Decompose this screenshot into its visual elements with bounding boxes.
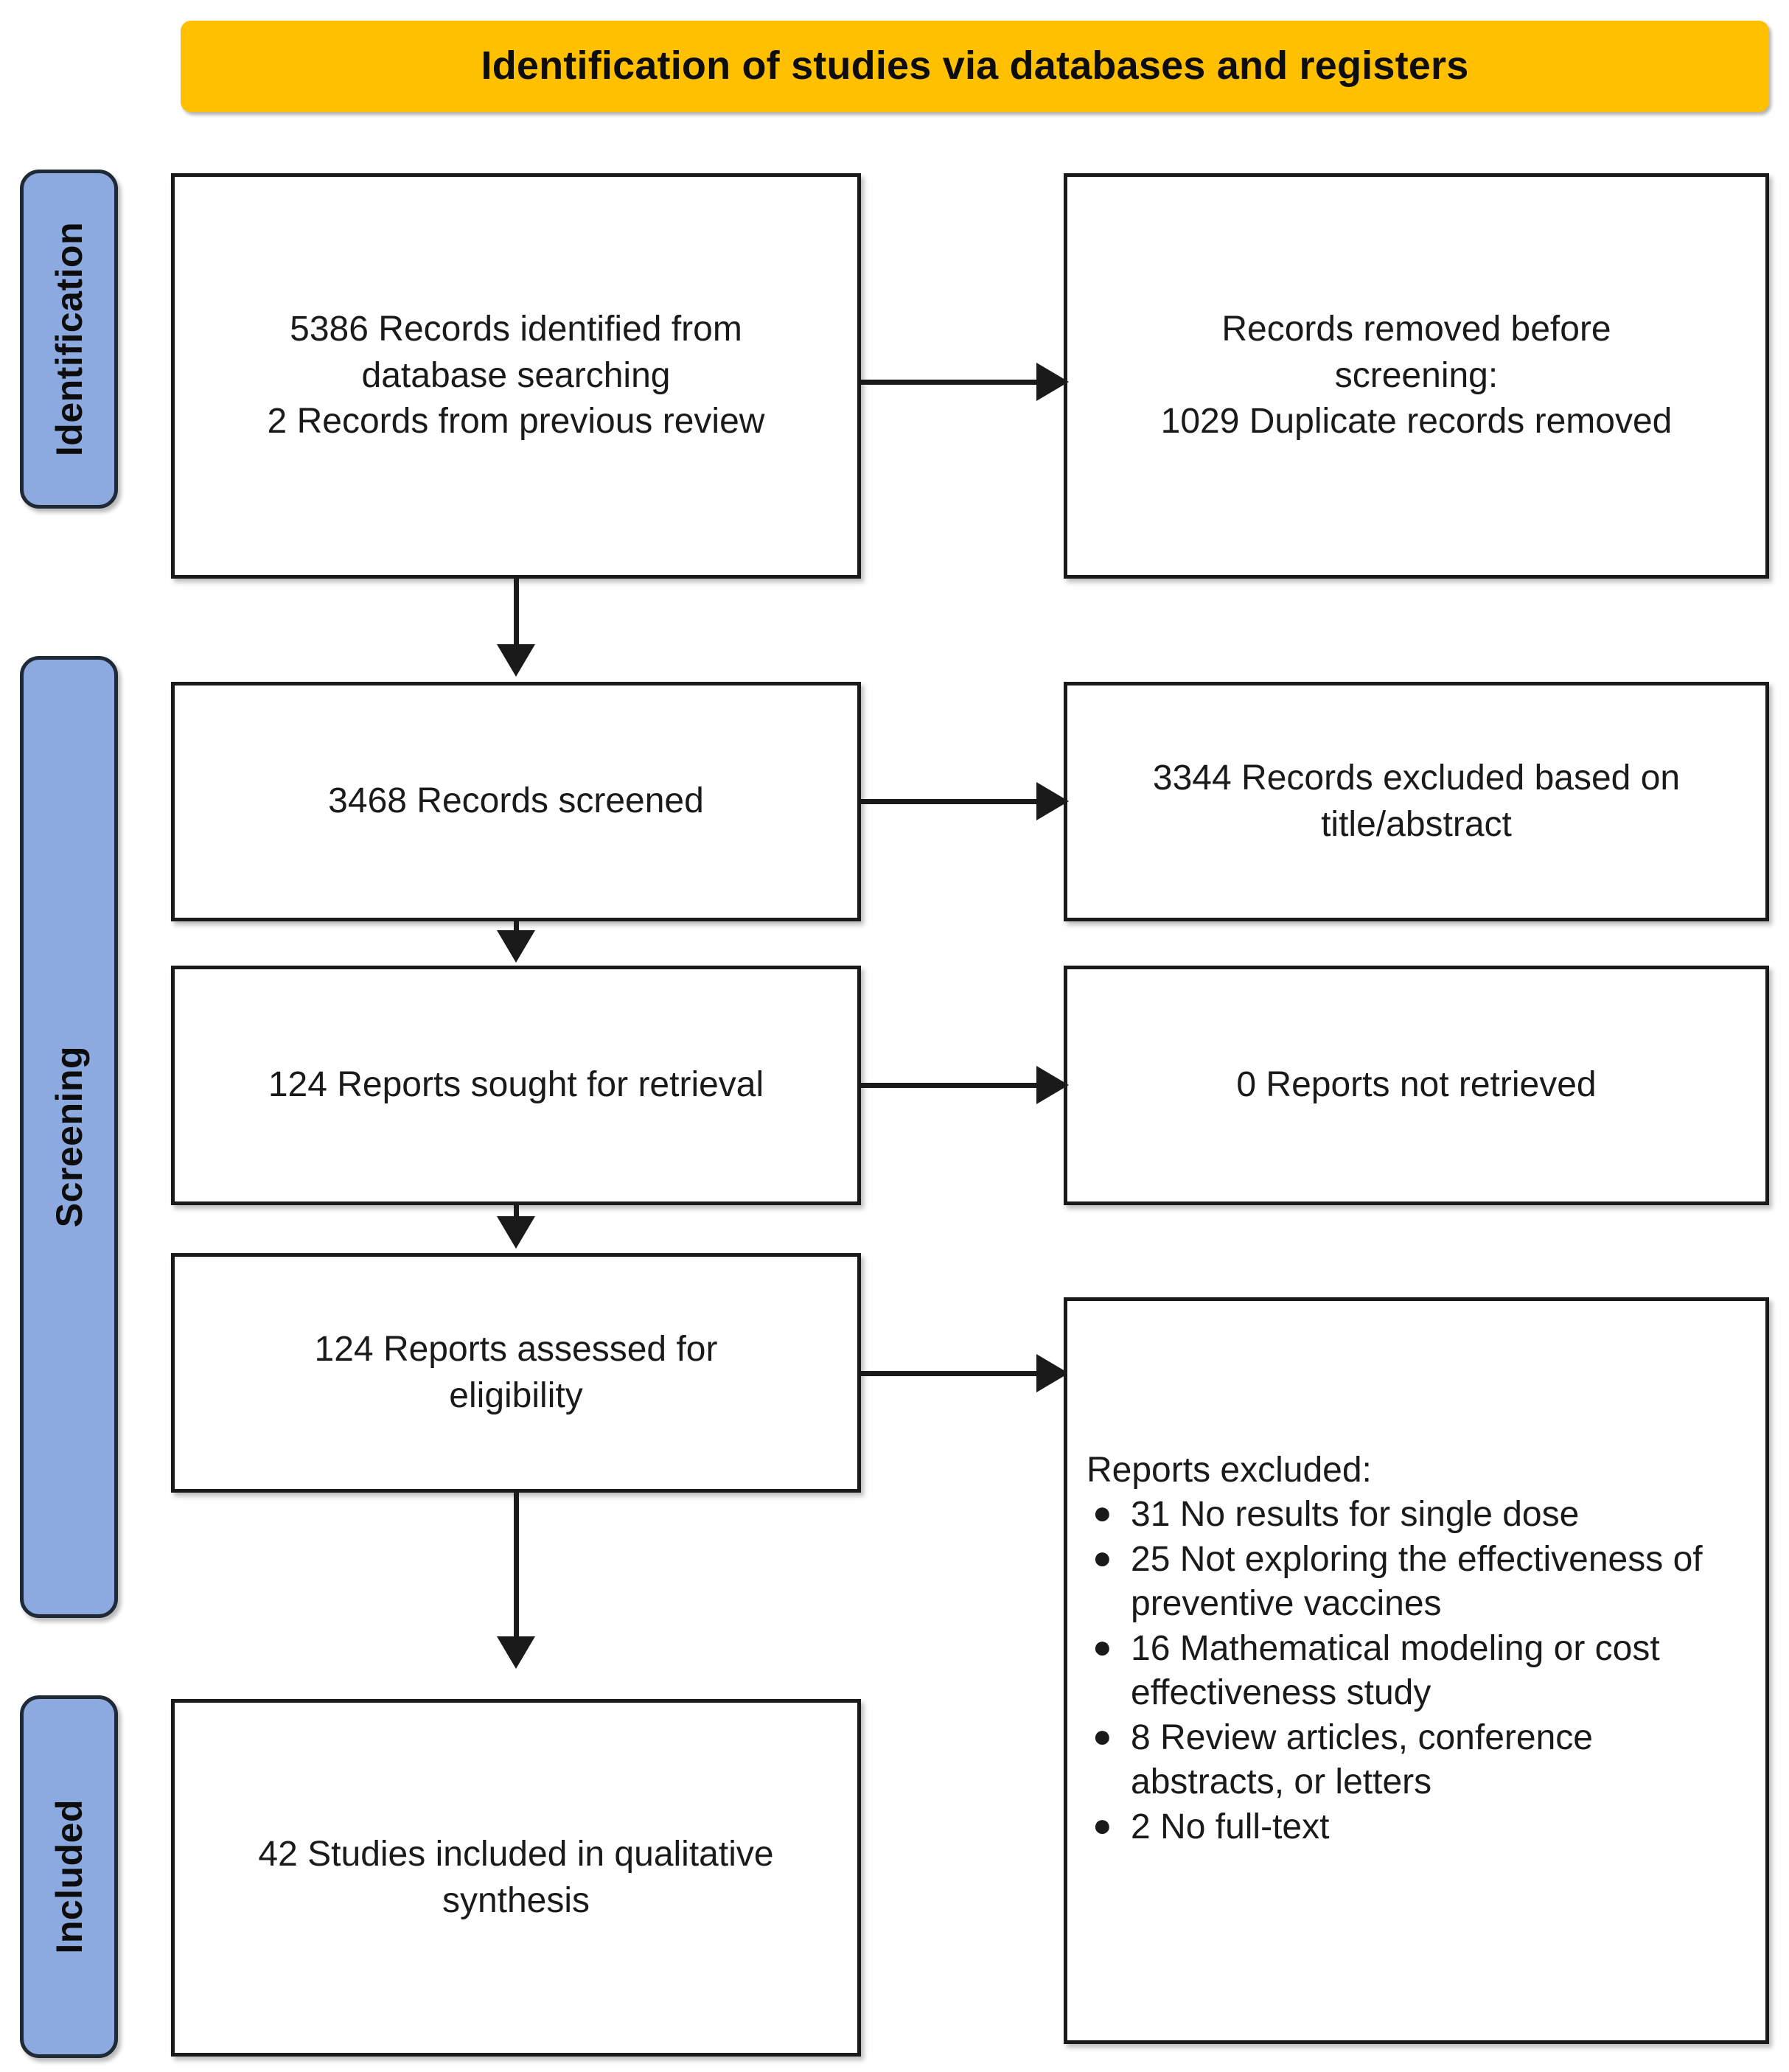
- box-reports-sought: 124 Reports sought for retrieval: [171, 966, 861, 1205]
- list-item: ● 2 No full-text: [1087, 1805, 1751, 1849]
- box-reports-not-retrieved: 0 Reports not retrieved: [1064, 966, 1769, 1205]
- box-reports-assessed-text: 124 Reports assessed for eligibility: [314, 1330, 718, 1415]
- list-item: ● 25 Not exploring the effectiveness of …: [1087, 1538, 1751, 1627]
- arrow-down-icon: [497, 1216, 535, 1249]
- box-records-excluded-title-abstract-text: 3344 Records excluded based on title/abs…: [1152, 758, 1681, 844]
- diagram-header-banner: Identification of studies via databases …: [181, 21, 1769, 112]
- stage-label-identification: Identification: [20, 170, 118, 509]
- stage-label-screening: Screening: [20, 656, 118, 1618]
- connector-identified-to-removed: [861, 380, 1045, 385]
- stage-label-identification-text: Identification: [48, 221, 90, 457]
- box-studies-included-text: 42 Studies included in qualitative synth…: [258, 1835, 774, 1920]
- excluded-reasons-content: Reports excluded: ● 31 No results for si…: [1067, 1448, 1765, 1849]
- bullet-icon: ●: [1092, 1807, 1112, 1843]
- box-reports-sought-text: 124 Reports sought for retrieval: [268, 1065, 764, 1105]
- connector-screened-to-excluded: [861, 799, 1045, 804]
- arrow-right-icon: [1036, 363, 1069, 401]
- stage-label-included-text: Included: [48, 1799, 90, 1954]
- connector-assessed-to-included: [514, 1493, 519, 1640]
- connector-identified-to-screened: [514, 579, 519, 649]
- box-studies-included: 42 Studies included in qualitative synth…: [171, 1699, 861, 2057]
- connector-assessed-to-excluded-reasons: [861, 1371, 1045, 1376]
- excluded-reasons-list: ● 31 No results for single dose ● 25 Not…: [1087, 1493, 1751, 1849]
- list-item-label: 8 Review articles, conference abstracts,…: [1131, 1717, 1593, 1802]
- box-records-removed: Records removed before screening: 1029 D…: [1064, 173, 1769, 579]
- arrow-down-icon: [497, 930, 535, 963]
- excluded-reasons-heading: Reports excluded:: [1087, 1451, 1372, 1490]
- box-reports-excluded-reasons: Reports excluded: ● 31 No results for si…: [1064, 1297, 1769, 2044]
- arrow-down-icon: [497, 1636, 535, 1669]
- list-item: ● 8 Review articles, conference abstract…: [1087, 1716, 1751, 1805]
- bullet-icon: ●: [1092, 1539, 1112, 1576]
- list-item-label: 25 Not exploring the effectiveness of pr…: [1131, 1539, 1703, 1624]
- stage-label-included: Included: [20, 1695, 118, 2058]
- list-item-label: 2 No full-text: [1131, 1807, 1330, 1846]
- list-item-label: 31 No results for single dose: [1131, 1495, 1580, 1535]
- arrow-right-icon: [1036, 782, 1069, 820]
- list-item-label: 16 Mathematical modeling or cost effecti…: [1131, 1628, 1660, 1713]
- connector-sought-to-not-retrieved: [861, 1083, 1045, 1088]
- bullet-icon: ●: [1092, 1628, 1112, 1665]
- diagram-title: Identification of studies via databases …: [481, 43, 1469, 88]
- box-records-excluded-title-abstract: 3344 Records excluded based on title/abs…: [1064, 682, 1769, 921]
- arrow-right-icon: [1036, 1066, 1069, 1104]
- box-records-screened: 3468 Records screened: [171, 682, 861, 921]
- arrow-down-icon: [497, 644, 535, 677]
- box-records-identified-text: 5386 Records identified from database se…: [267, 310, 765, 442]
- box-reports-not-retrieved-text: 0 Reports not retrieved: [1236, 1065, 1597, 1105]
- stage-label-screening-text: Screening: [48, 1046, 90, 1228]
- bullet-icon: ●: [1092, 1495, 1112, 1532]
- connector-sought-to-assessed: [514, 1205, 519, 1218]
- box-records-identified: 5386 Records identified from database se…: [171, 173, 861, 579]
- connector-screened-to-sought: [514, 921, 519, 935]
- list-item: ● 16 Mathematical modeling or cost effec…: [1087, 1627, 1751, 1716]
- arrow-right-icon: [1036, 1354, 1069, 1392]
- bullet-icon: ●: [1092, 1717, 1112, 1754]
- box-records-screened-text: 3468 Records screened: [328, 781, 704, 821]
- box-reports-assessed: 124 Reports assessed for eligibility: [171, 1253, 861, 1493]
- list-item: ● 31 No results for single dose: [1087, 1493, 1751, 1537]
- box-records-removed-text: Records removed before screening: 1029 D…: [1160, 310, 1673, 442]
